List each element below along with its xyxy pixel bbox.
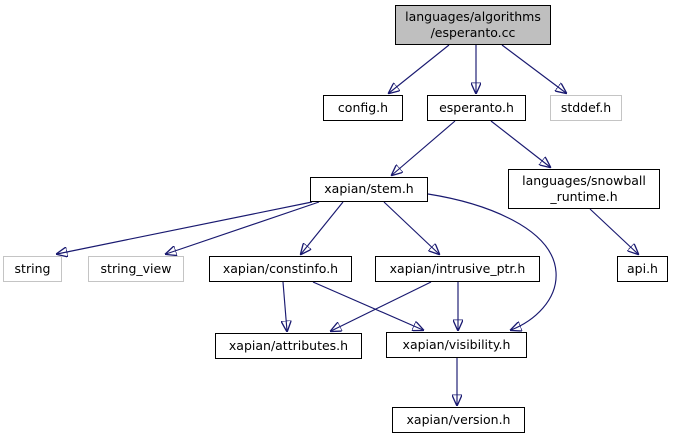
node-esperanto-h[interactable]: esperanto.h [427, 95, 526, 121]
node-xapian-version-h[interactable]: xapian/version.h [392, 407, 525, 433]
edge-snowball-runtime--api-h [589, 208, 638, 254]
node-api-h[interactable]: api.h [617, 256, 668, 282]
edge-stem-h--string [57, 201, 313, 254]
node-esperanto-cc: languages/algorithms /esperanto.cc [395, 5, 551, 45]
node-string-view: string_view [88, 256, 184, 282]
edge-stem-h--string-view [166, 201, 320, 254]
node-snowball-runtime-h[interactable]: languages/snowball _runtime.h [508, 169, 660, 209]
node-xapian-constinfo-h[interactable]: xapian/constinfo.h [209, 256, 352, 282]
node-stddef-h: stddef.h [550, 95, 622, 121]
node-xapian-visibility-h[interactable]: xapian/visibility.h [386, 332, 527, 358]
edge-esperanto-cc--stddef-h [501, 44, 566, 93]
node-config-h[interactable]: config.h [323, 95, 403, 121]
node-xapian-stem-h[interactable]: xapian/stem.h [310, 177, 428, 202]
node-xapian-attributes-h[interactable]: xapian/attributes.h [215, 333, 362, 359]
node-string: string [3, 256, 62, 282]
node-xapian-intrusive-ptr-h[interactable]: xapian/intrusive_ptr.h [375, 256, 540, 282]
edge-constinfo-h--attributes-h [283, 281, 287, 331]
edge-stem-h--constinfo-h [301, 201, 344, 254]
edge-stem-h--intrusive-ptr-h [383, 201, 439, 254]
edge-stem-h--visibility-h [427, 193, 557, 330]
edge-esperanto-h--stem-h [392, 120, 456, 175]
edge-esperanto-cc--config-h [389, 44, 450, 93]
edge-intrusive-ptr-h--attributes-h [331, 281, 432, 331]
edge-constinfo-h--visibility-h [312, 281, 423, 330]
edge-esperanto-h--snowball-runtime [490, 120, 550, 167]
